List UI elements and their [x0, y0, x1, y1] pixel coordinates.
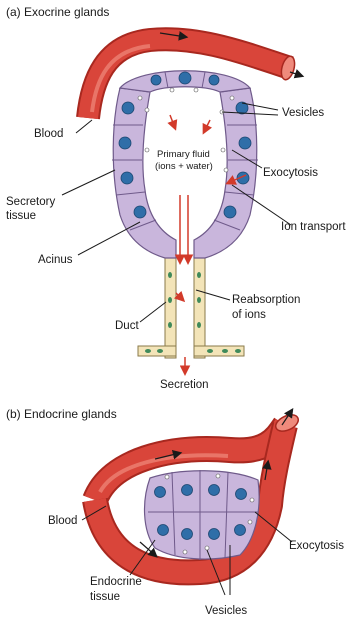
label-tissue: tissue [6, 210, 36, 222]
label-acinus: Acinus [38, 254, 73, 266]
duct [138, 258, 244, 358]
label-vesicles-b: Vesicles [205, 605, 247, 617]
label-primary-fluid: Primary fluid [157, 149, 210, 160]
label-ion-transport: Ion transport [281, 221, 346, 233]
label-exocytosis-a: Exocytosis [263, 167, 318, 179]
label-endocrine-tissue: tissue [90, 591, 120, 603]
panel-b-title: (b) Endocrine glands [6, 407, 117, 421]
label-exocytosis-b: Exocytosis [289, 540, 344, 552]
label-duct: Duct [115, 320, 139, 332]
label-blood-a: Blood [34, 128, 63, 140]
panel-a-title: (a) Exocrine glands [6, 5, 109, 19]
label-secretion: Secretion [160, 379, 209, 391]
label-endocrine: Endocrine [90, 576, 142, 588]
label-secretory: Secretory [6, 196, 55, 208]
label-reabsorption: Reabsorption [232, 294, 300, 306]
label-vesicles-a: Vesicles [282, 107, 324, 119]
label-blood-b: Blood [48, 515, 77, 527]
label-ions-water: (ions + water) [155, 161, 213, 172]
label-of-ions: of ions [232, 309, 266, 321]
endocrine-cells [145, 470, 260, 560]
